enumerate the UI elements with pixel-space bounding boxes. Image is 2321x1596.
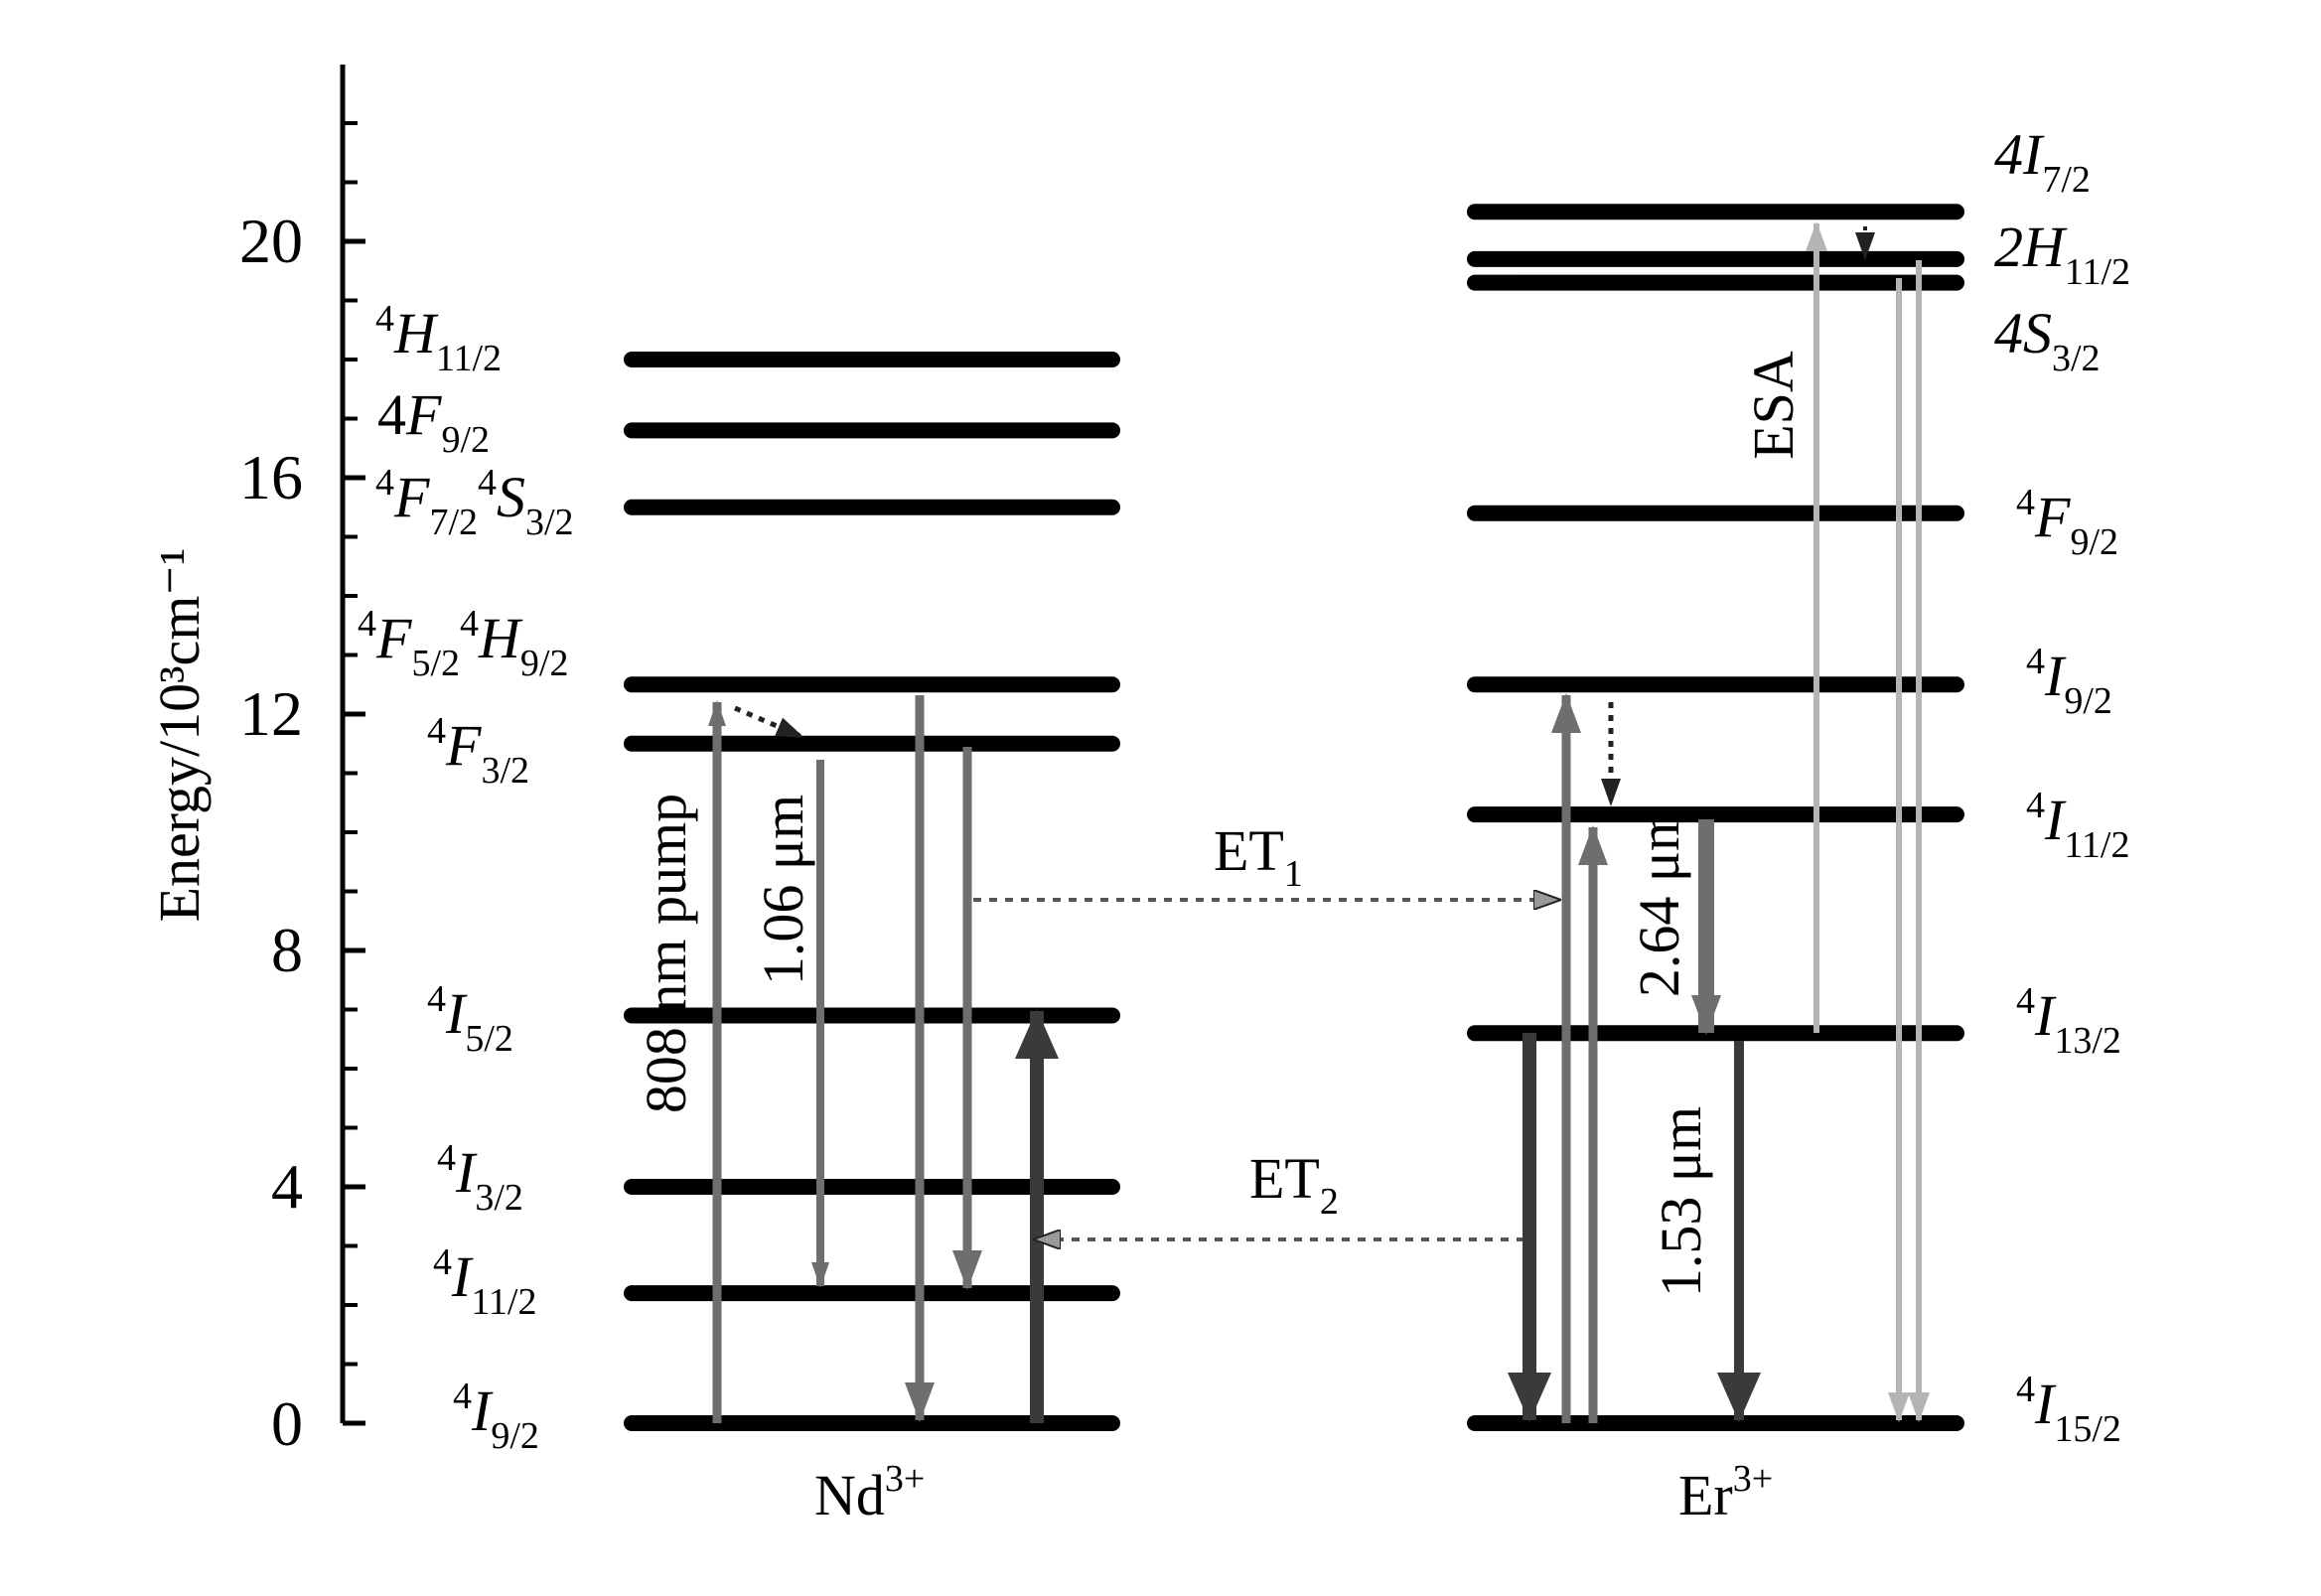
- nd-label-4i5-2: 4I5/2: [427, 978, 513, 1060]
- nd-state-labels: 4H11/2 4F9/2 4F7/24S3/2 4F5/24H9/2 4F3/2…: [358, 298, 574, 1457]
- er-state-labels: 4I7/2 2H11/2 4S3/2 4F9/2 4I9/2 4I11/2 4I…: [1994, 122, 2130, 1450]
- nd-emission-label: 1.06 μm: [751, 795, 815, 985]
- tick-label-8: 8: [271, 915, 303, 985]
- er-transitions: [1508, 221, 1930, 1423]
- nd-relaxation-dotted-arrow: [734, 705, 804, 740]
- et1-label: ET1: [1214, 818, 1303, 895]
- er-label-4i15-2: 4I15/2: [2016, 1369, 2121, 1450]
- nd-label-4f3-2: 4F3/2: [427, 710, 529, 792]
- nd-label-4f7-2-4s3-2: 4F7/24S3/2: [375, 462, 574, 543]
- er-level-lines: [1467, 204, 1964, 1431]
- er-label-4i9-2: 4I9/2: [2026, 641, 2112, 722]
- er-2-64-label: 2.64 μm: [1627, 806, 1691, 997]
- er-label-4f9-2: 4F9/2: [2016, 482, 2118, 563]
- er-ion-label: Er3+: [1678, 1458, 1773, 1527]
- process-labels: 808 nm pump 1.06 μm ET1 ET2 ESA 2.64 μm …: [634, 351, 1806, 1297]
- y-axis-title: Energy/10³cm⁻¹: [147, 548, 212, 923]
- tick-label-4: 4: [271, 1151, 303, 1222]
- er-1-53-label: 1.53 μm: [1649, 1106, 1713, 1297]
- y-axis-ticks: [343, 121, 365, 1426]
- y-axis: 0 4 8 12 16 20 Energy/10³cm⁻¹: [147, 65, 365, 1459]
- nd-transitions: [708, 695, 1059, 1423]
- ion-labels: Nd3+ Er3+: [814, 1458, 1773, 1527]
- nd-label-4h11-2: 4H11/2: [375, 298, 502, 379]
- tick-label-12: 12: [239, 678, 303, 749]
- nd-label-4i3-2: 4I3/2: [437, 1137, 523, 1219]
- pump-label: 808 nm pump: [634, 794, 698, 1113]
- tick-label-16: 16: [239, 442, 303, 512]
- nd-ion-label: Nd3+: [814, 1458, 925, 1527]
- er-label-4i7-2: 4I7/2: [1994, 122, 2091, 201]
- et2-label: ET2: [1249, 1146, 1339, 1223]
- nd-label-4f9-2: 4F9/2: [377, 382, 490, 461]
- er-label-4i13-2: 4I13/2: [2016, 980, 2121, 1062]
- er-label-4i11-2: 4I11/2: [2026, 785, 2129, 866]
- er-label-2h11-2: 2H11/2: [1994, 215, 2130, 293]
- nd-label-4i9-2: 4I9/2: [453, 1376, 539, 1457]
- esa-label: ESA: [1741, 351, 1806, 460]
- tick-label-0: 0: [271, 1388, 303, 1459]
- nd-label-4f5-2-4h9-2: 4F5/24H9/2: [358, 603, 568, 684]
- energy-transfer: [973, 900, 1559, 1239]
- nd-label-4i11-2: 4I11/2: [433, 1241, 536, 1323]
- er-label-4s3-2: 4S3/2: [1994, 301, 2101, 379]
- tick-label-20: 20: [239, 206, 303, 276]
